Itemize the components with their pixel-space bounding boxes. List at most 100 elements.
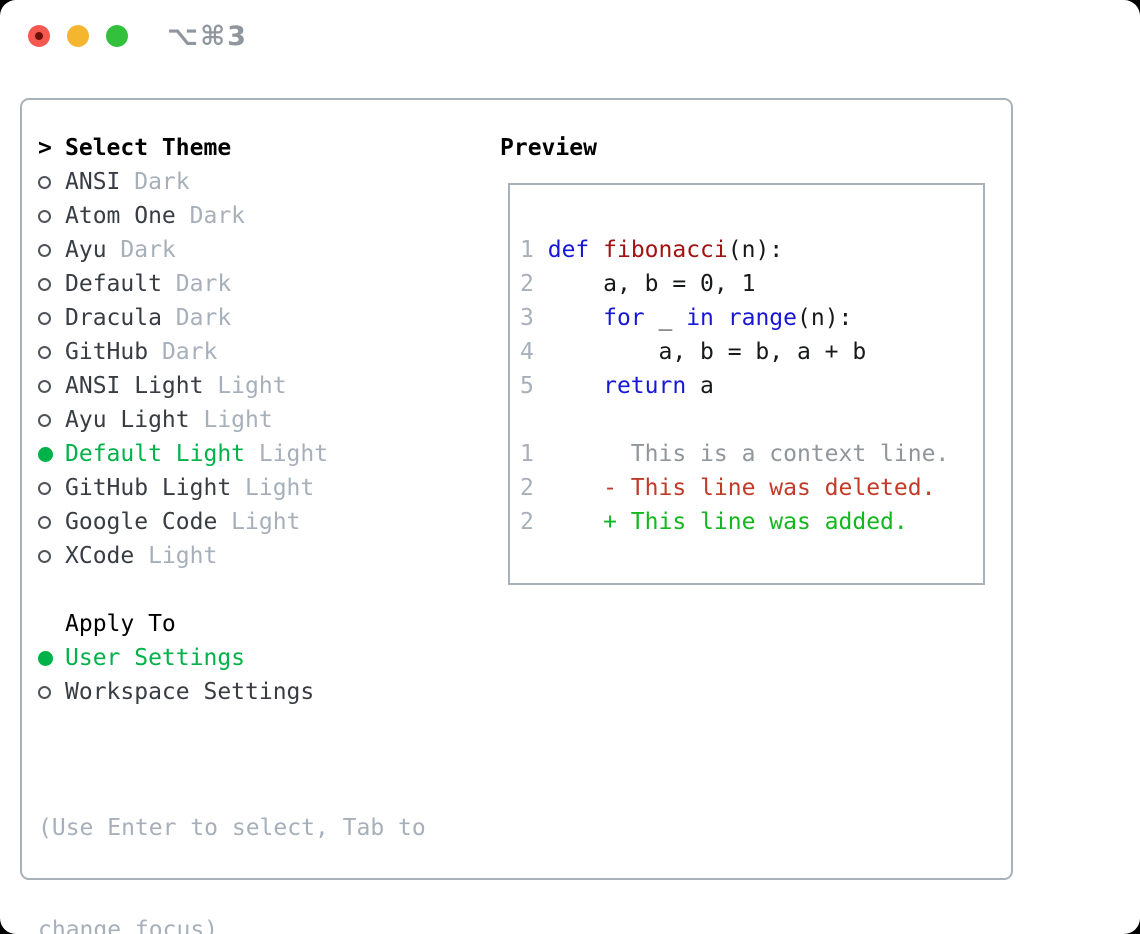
preview-header: Preview	[500, 135, 597, 161]
theme-variant-label: Light	[189, 407, 273, 433]
code-segment-num: 1	[520, 441, 534, 467]
option-label: Dracula	[65, 305, 162, 331]
option-label: User Settings	[65, 645, 246, 671]
theme-variant-label: Dark	[161, 271, 232, 297]
option-label: XCode	[65, 543, 135, 569]
preview-column: Preview 1 def fibonacci(n):2 a, b = 0, 1…	[500, 131, 995, 862]
code-segment-num: 2	[520, 475, 534, 501]
code-segment-plain: _	[644, 305, 687, 331]
code-segment-num: 2	[520, 509, 534, 535]
radio-unselected-icon	[38, 413, 51, 427]
option-label: ANSI	[65, 169, 121, 195]
theme-option[interactable]: Ayu Light Light	[38, 403, 500, 437]
code-segment-num: 2	[520, 271, 534, 297]
option-label: Workspace Settings	[65, 679, 315, 705]
radio-icon	[38, 446, 65, 462]
theme-variant-label: Dark	[148, 339, 218, 365]
theme-option[interactable]: XCode Light	[38, 539, 500, 573]
zoom-button[interactable]	[106, 25, 128, 47]
radio-icon	[38, 685, 65, 699]
option-label: Ayu	[65, 237, 107, 263]
theme-variant-label: Light	[134, 543, 218, 569]
radio-unselected-icon	[38, 481, 51, 495]
option-label: Google Code	[65, 509, 218, 535]
theme-variant-label: Light	[217, 509, 301, 535]
code-segment-ctx: This is a context line.	[533, 441, 950, 467]
option-label: Ayu Light	[65, 407, 190, 433]
option-label: Default	[65, 271, 162, 297]
radio-icon	[38, 413, 65, 427]
option-label: Atom One	[65, 203, 176, 229]
code-line: 4 a, b = b, a + b	[520, 335, 983, 369]
radio-icon	[38, 549, 65, 563]
radio-icon	[38, 481, 65, 495]
radio-unselected-icon	[38, 549, 51, 563]
radio-unselected-icon	[38, 277, 51, 291]
radio-icon	[38, 515, 65, 529]
code-segment-plain: a	[686, 373, 714, 399]
radio-unselected-icon	[38, 345, 51, 359]
code-segment-num: 1	[520, 237, 534, 263]
code-line: 2 + This line was added.	[520, 505, 983, 539]
option-label: GitHub	[65, 339, 149, 365]
code-segment-kw: in	[686, 305, 714, 331]
code-segment-plain	[589, 237, 603, 263]
radio-unselected-icon	[38, 243, 51, 257]
code-line: 2 - This line was deleted.	[520, 471, 983, 505]
radio-icon	[38, 650, 65, 666]
close-button[interactable]	[28, 25, 50, 47]
radio-icon	[38, 175, 65, 189]
code-segment-fn: fibonacci	[603, 237, 728, 263]
theme-variant-label: Light	[231, 475, 315, 501]
apply-to-option[interactable]: User Settings	[38, 641, 500, 675]
spacer	[38, 709, 500, 743]
radio-icon	[38, 209, 65, 223]
theme-option[interactable]: Default Dark	[38, 267, 500, 301]
radio-unselected-icon	[38, 175, 51, 189]
radio-icon	[38, 277, 65, 291]
code-segment-plain: a, b = b, a + b	[533, 339, 867, 365]
code-segment-num: 4	[520, 339, 534, 365]
radio-unselected-icon	[38, 685, 51, 699]
hint-line-1: (Use Enter to select, Tab to	[38, 815, 426, 841]
apply-to-header: Apply To	[38, 607, 500, 641]
theme-option[interactable]: Google Code Light	[38, 505, 500, 539]
keyboard-hint: (Use Enter to select, Tab to change focu…	[38, 743, 500, 934]
theme-option[interactable]: ANSI Light Light	[38, 369, 500, 403]
code-segment-plain	[534, 237, 548, 263]
theme-option[interactable]: GitHub Light Light	[38, 471, 500, 505]
select-theme-header: > Select Theme	[38, 131, 500, 165]
radio-icon	[38, 243, 65, 257]
minimize-button[interactable]	[67, 25, 89, 47]
code-blank-line	[520, 403, 983, 437]
apply-to-title: Apply To	[65, 611, 176, 637]
radio-selected-icon	[38, 446, 53, 462]
radio-selected-icon	[38, 650, 53, 666]
theme-option[interactable]: Atom One Dark	[38, 199, 500, 233]
theme-option[interactable]: ANSI Dark	[38, 165, 500, 199]
option-label: GitHub Light	[65, 475, 232, 501]
theme-variant-label: Light	[203, 373, 287, 399]
radio-icon	[38, 311, 65, 325]
apply-to-option[interactable]: Workspace Settings	[38, 675, 500, 709]
theme-option[interactable]: Default Light Light	[38, 437, 500, 471]
theme-option[interactable]: Dracula Dark	[38, 301, 500, 335]
code-segment-kw: for	[603, 305, 645, 331]
code-segment-plain: (n):	[797, 305, 853, 331]
theme-option[interactable]: Ayu Dark	[38, 233, 500, 267]
cursor-marker-icon: >	[38, 135, 52, 161]
code-segment-plain	[714, 305, 728, 331]
select-theme-title: Select Theme	[65, 135, 232, 161]
code-segment-kw: range	[727, 305, 798, 331]
traffic-lights	[28, 25, 128, 47]
radio-icon	[38, 345, 65, 359]
code-segment-kw: return	[603, 373, 687, 399]
option-label: Default Light	[65, 441, 246, 467]
code-segment-plain	[534, 373, 603, 399]
radio-unselected-icon	[38, 311, 51, 325]
theme-option[interactable]: GitHub Dark	[38, 335, 500, 369]
spacer	[38, 573, 500, 607]
